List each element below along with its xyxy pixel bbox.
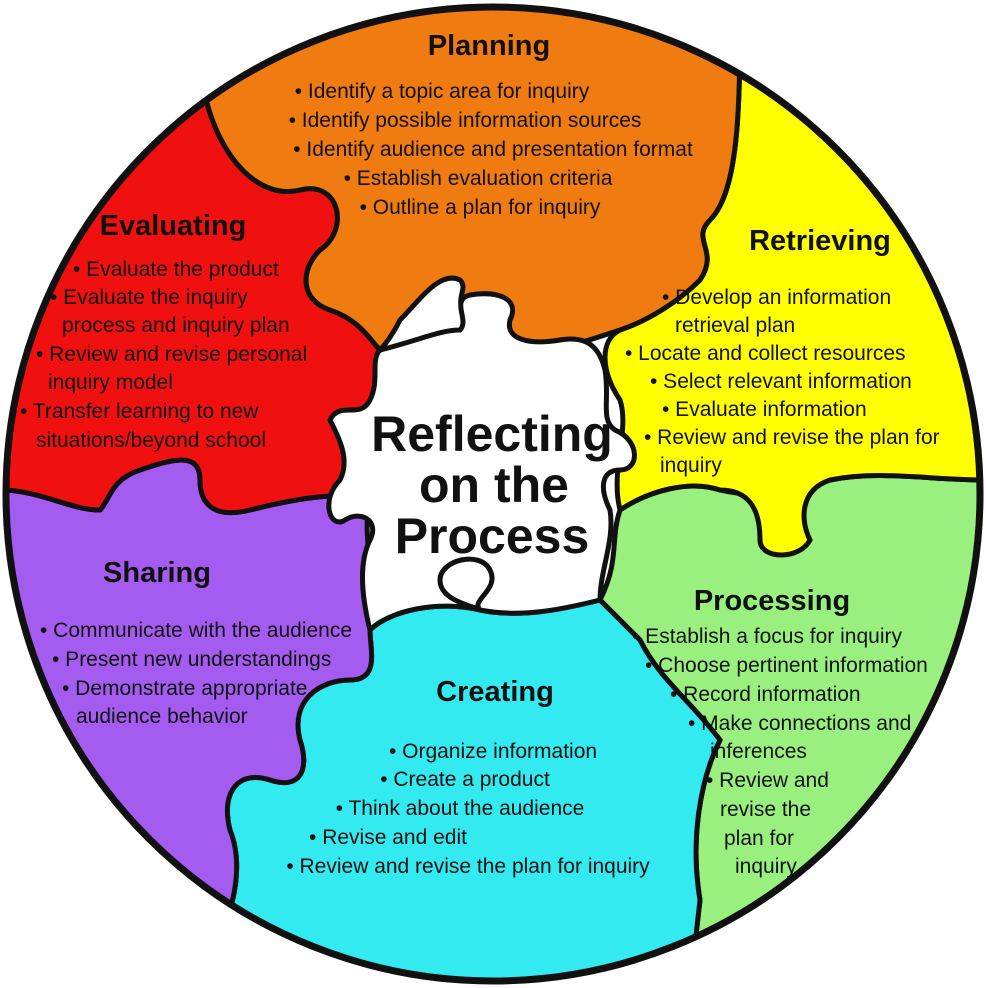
retrieving-item: retrieval plan [675, 314, 795, 337]
evaluating-item: situations/beyond school [36, 429, 266, 452]
sharing-item: • Communicate with the audience [40, 619, 352, 642]
processing-item: inferences [710, 740, 807, 763]
sharing-text: Sharing • Communicate with the audience … [40, 557, 352, 728]
creating-item: • Think about the audience [336, 797, 585, 820]
processing-item: plan for [724, 827, 794, 850]
planning-title: Planning [428, 30, 550, 62]
creating-title: Creating [436, 676, 554, 708]
processing-item: inquiry [735, 855, 797, 878]
planning-item: • Establish evaluation criteria [344, 167, 613, 190]
processing-text: Processing • Establish a focus for inqui… [632, 585, 928, 878]
sharing-item: • Demonstrate appropriate [62, 677, 307, 700]
processing-item: • Record information [670, 683, 861, 706]
sharing-item: • Present new understandings [52, 648, 331, 671]
creating-item: • Create a product [380, 768, 550, 791]
center-text: Reflecting on the Process [371, 406, 613, 564]
evaluating-item: • Review and revise personal [36, 343, 307, 366]
evaluating-title: Evaluating [100, 210, 247, 242]
planning-piece [197, 7, 743, 354]
processing-item: revise the [720, 798, 811, 821]
center-piece [326, 291, 637, 635]
creating-text: Creating • Organize information • Create… [286, 676, 650, 878]
evaluating-item: • Transfer learning to new [20, 400, 259, 423]
processing-title: Processing [694, 585, 850, 617]
retrieving-item: inquiry [660, 454, 722, 477]
evaluating-text: Evaluating • Evaluate the product • Eval… [20, 210, 307, 452]
retrieving-item: • Select relevant information [650, 370, 912, 393]
evaluating-item: inquiry model [48, 371, 173, 394]
center-line: Process [395, 508, 590, 564]
retrieving-title: Retrieving [749, 225, 891, 257]
creating-item: • Organize information [389, 740, 597, 763]
outer-circle [2, 3, 984, 985]
planning-item: • Identify audience and presentation for… [293, 138, 693, 161]
processing-item: • Choose pertinent information [645, 654, 928, 677]
planning-item: • Outline a plan for inquiry [360, 196, 601, 219]
creating-item: • Revise and edit [309, 826, 467, 849]
processing-item: • Make connections and [688, 712, 911, 735]
processing-item: • Establish a focus for inquiry [632, 625, 902, 648]
retrieving-item: • Review and revise the plan for [644, 426, 940, 449]
retrieving-item: • Locate and collect resources [625, 342, 906, 365]
evaluating-item: process and inquiry plan [62, 314, 290, 337]
processing-item: • Review and [706, 769, 829, 792]
retrieving-item: • Evaluate information [662, 398, 867, 421]
evaluating-item: • Evaluate the product [73, 258, 279, 281]
retrieving-text: Retrieving • Develop an information retr… [625, 225, 940, 477]
center-line: Reflecting [371, 406, 613, 462]
creating-item: • Review and revise the plan for inquiry [286, 855, 650, 878]
evaluating-item: • Evaluate the inquiry [50, 286, 248, 309]
planning-item: • Identify a topic area for inquiry [295, 80, 590, 103]
sharing-item: audience behavior [76, 705, 248, 728]
retrieving-item: • Develop an information [662, 286, 891, 309]
planning-item: • Identify possible information sources [289, 109, 642, 132]
center-line: on the [419, 457, 569, 513]
sharing-title: Sharing [103, 557, 211, 589]
planning-text: Planning • Identify a topic area for inq… [289, 30, 693, 219]
